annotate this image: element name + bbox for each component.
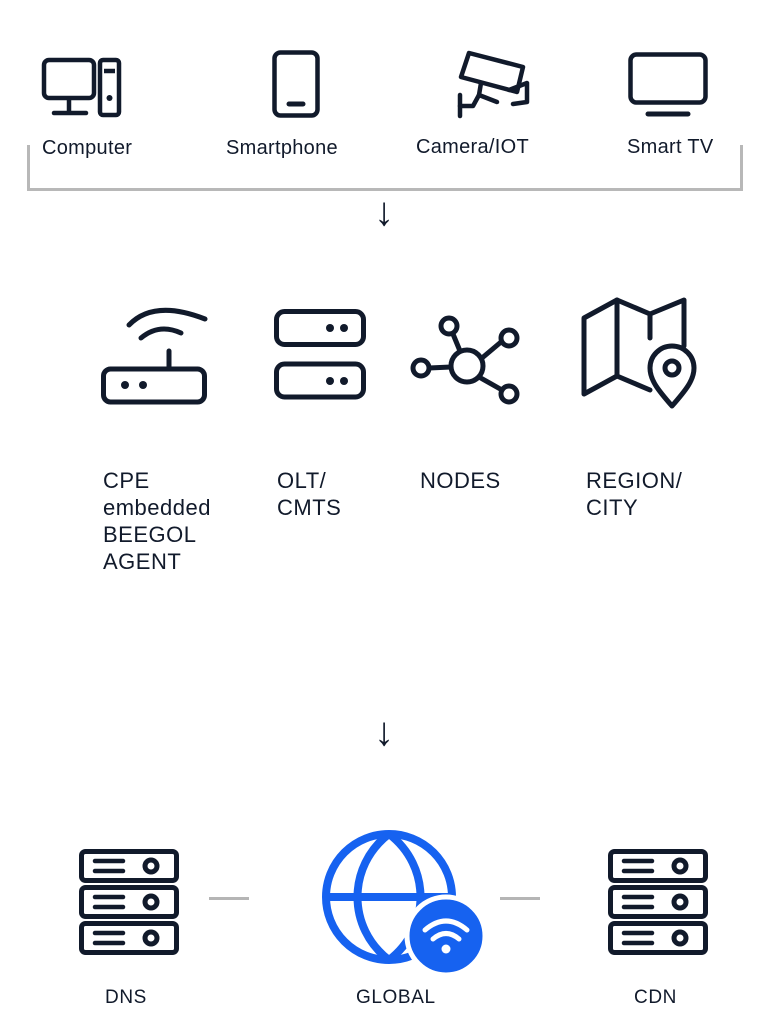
map-pin-icon [581,297,697,409]
network-label-nodes: NODES [420,468,501,493]
network-label-region-city: REGION/ CITY [586,468,683,520]
device-label-smart-tv: Smart TV [627,136,714,158]
down-arrow-1: ↓ [374,190,394,234]
security-camera-icon [457,50,530,119]
connector-dns-global [209,897,249,900]
devices-bracket [27,145,743,191]
connector-global-cdn [500,897,540,900]
computer-icon [41,57,122,118]
device-label-computer: Computer [42,137,133,159]
device-label-camera-iot: Camera/IOT [416,136,530,158]
cdn-server-rack-icon [608,849,708,955]
service-label-global: GLOBAL [356,987,436,1008]
dns-server-rack-icon [79,849,179,955]
network-label-cpe: CPE embedded BEEGOL AGENT [103,468,211,574]
smartphone-icon [272,50,320,118]
service-label-dns: DNS [105,987,147,1008]
service-label-cdn: CDN [634,987,677,1008]
tv-icon [628,52,708,117]
server-stack-icon [274,309,366,400]
network-nodes-icon [410,315,520,405]
device-label-smartphone: Smartphone [226,137,338,159]
globe-wifi-icon [322,830,488,978]
router-icon [101,307,208,405]
down-arrow-2: ↓ [374,710,394,754]
network-label-olt-cmts: OLT/ CMTS [277,468,342,520]
